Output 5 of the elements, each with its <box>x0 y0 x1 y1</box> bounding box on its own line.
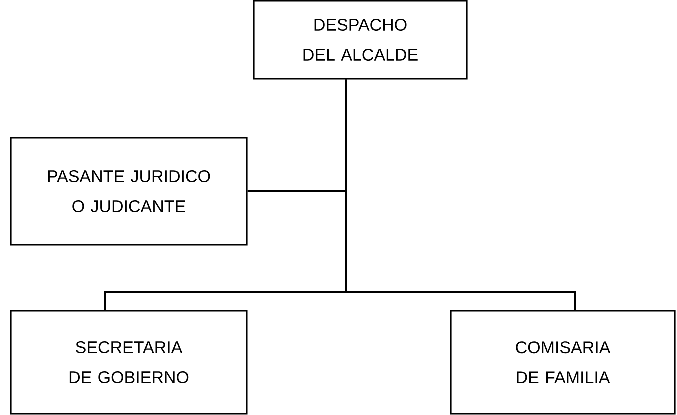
org-box: COMISARIA DE FAMILIA <box>450 310 676 415</box>
org-box: SECRETARIA DE GOBIERNO <box>10 310 248 415</box>
org-box: DESPACHO DEL ALCALDE <box>253 0 468 80</box>
org-box: PASANTE JURIDICO O JUDICANTE <box>10 137 248 246</box>
connector-line <box>345 80 576 310</box>
